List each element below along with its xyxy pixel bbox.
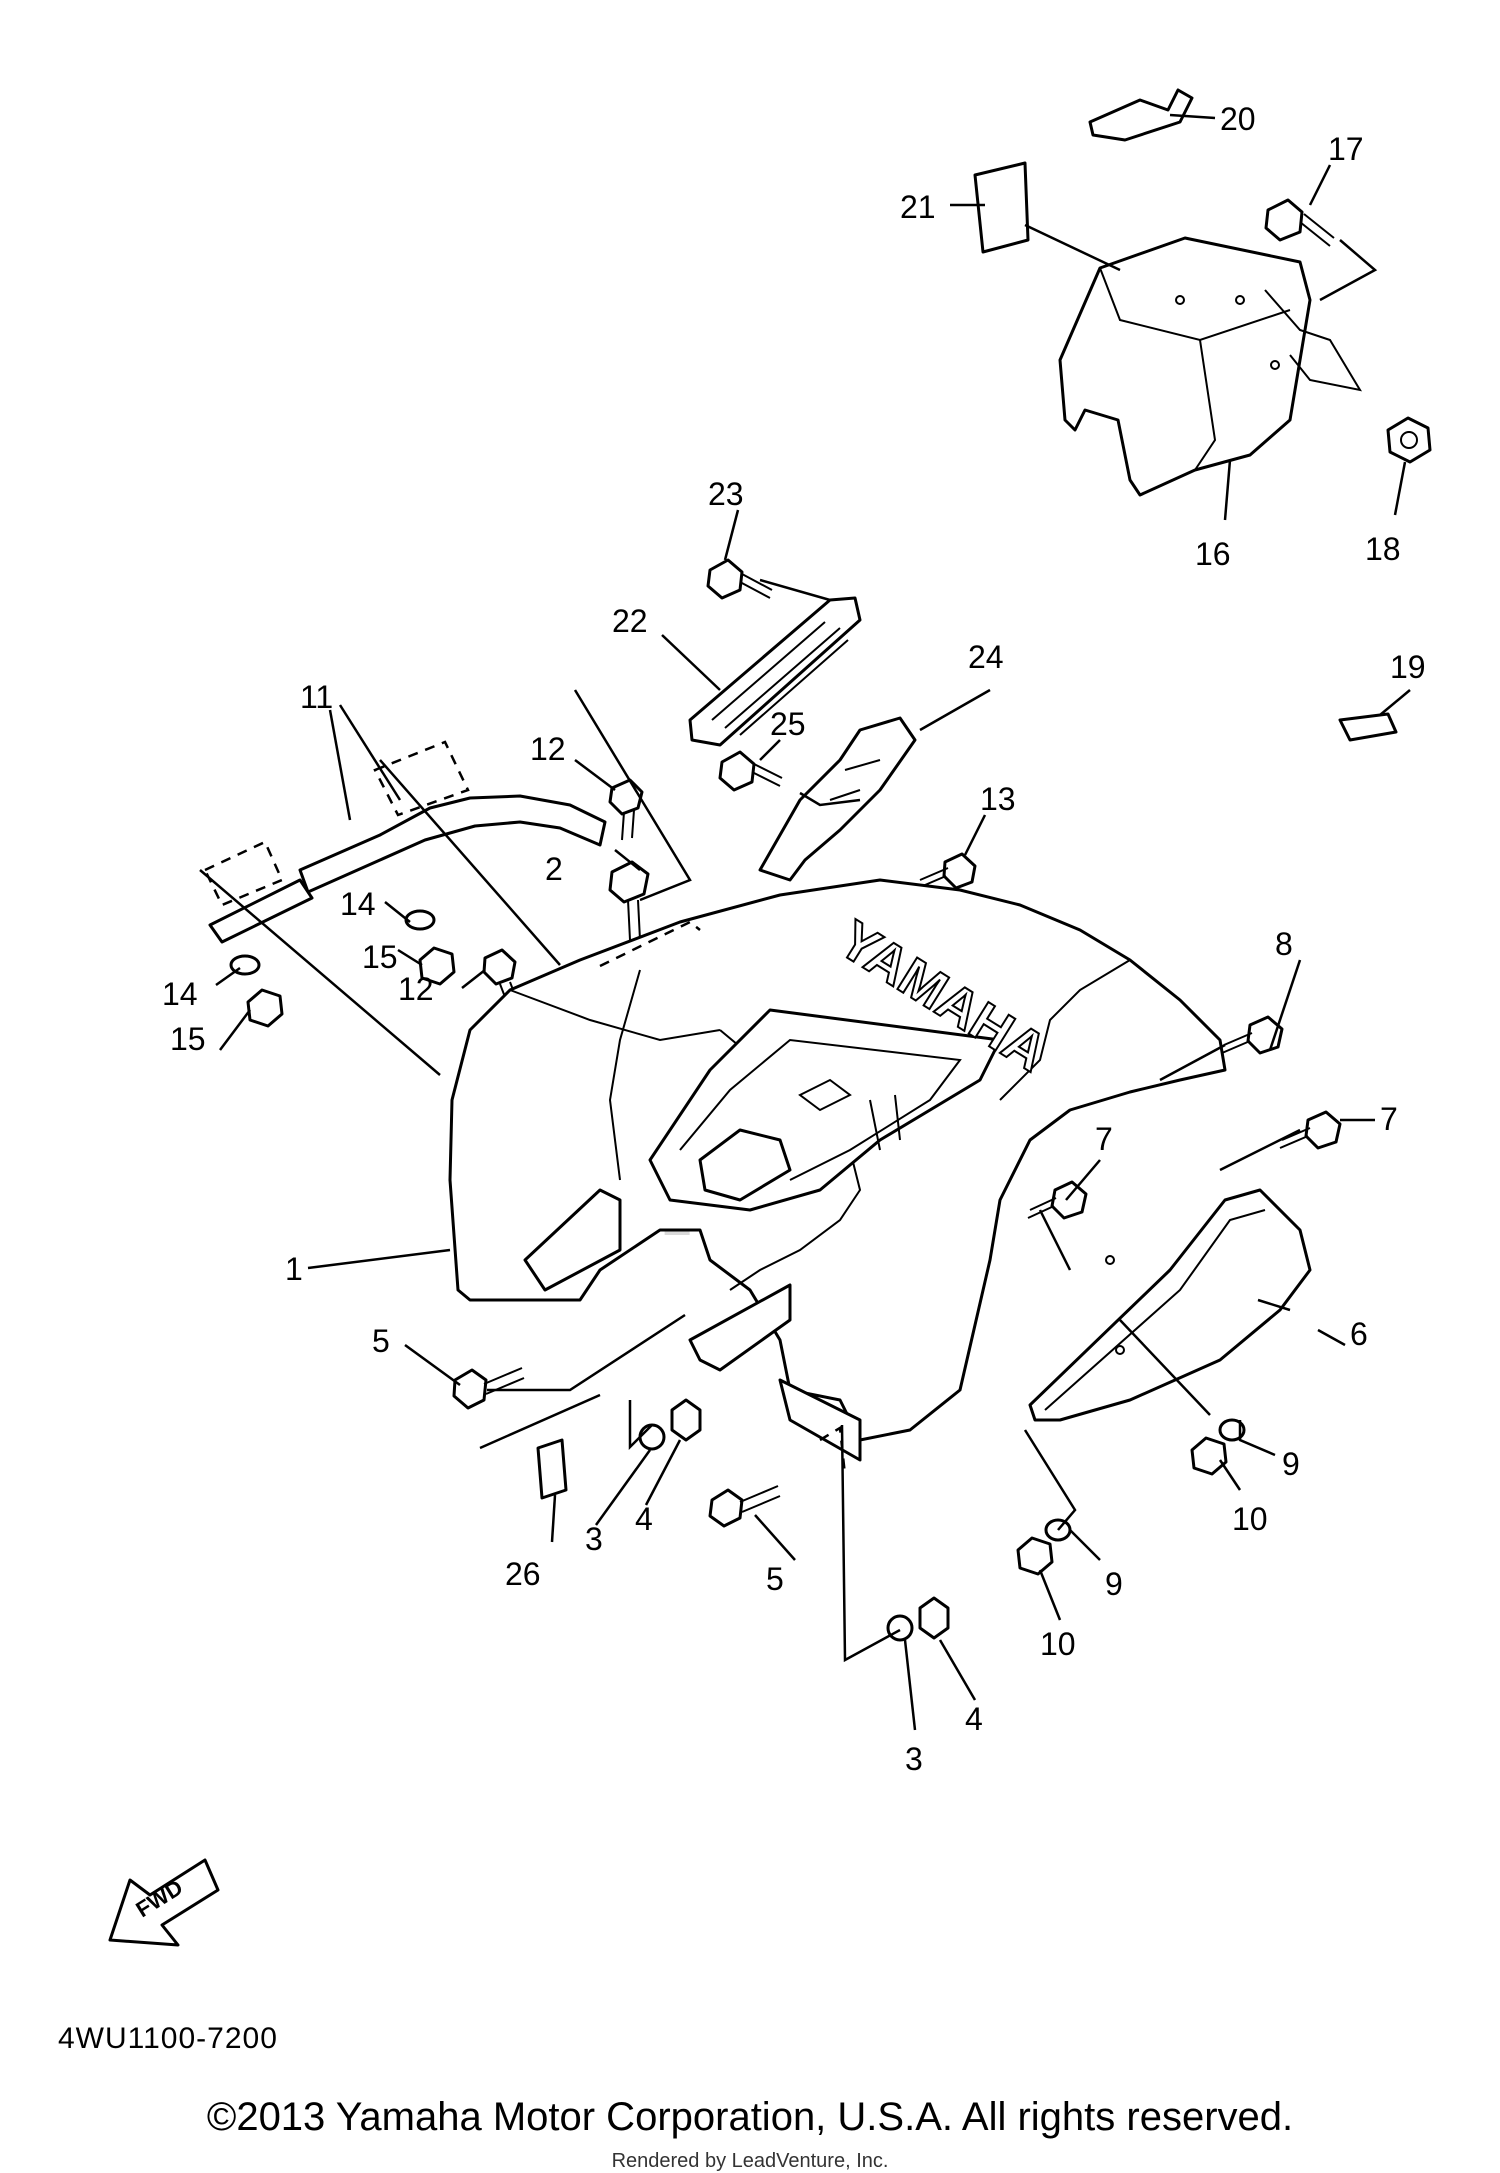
part-3-washers [638, 1423, 914, 1642]
part-25-bolt [718, 750, 783, 792]
part-21-label [973, 161, 1030, 254]
callout-13: 13 [980, 781, 1016, 817]
callout-26: 26 [505, 1556, 541, 1592]
callout-9a: 9 [1282, 1446, 1300, 1482]
callout-19: 19 [1390, 649, 1426, 685]
callout-10a: 10 [1232, 1501, 1268, 1537]
callout-numbers: 20 21 17 16 18 19 23 22 24 25 11 12 2 13… [162, 101, 1426, 1777]
part-26-label [536, 1438, 568, 1500]
callout-17: 17 [1328, 131, 1364, 167]
part-10-nuts [1016, 1436, 1228, 1576]
callout-12a: 12 [530, 731, 566, 767]
callout-15a: 15 [362, 939, 398, 975]
part-19-pad [1338, 712, 1398, 742]
part-18-nut [1386, 416, 1432, 464]
callout-25: 25 [770, 706, 806, 742]
callout-3b: 3 [905, 1741, 923, 1777]
callout-20: 20 [1220, 101, 1256, 137]
callout-5a: 5 [372, 1323, 390, 1359]
part-6-flap [1028, 1188, 1312, 1422]
callout-5b: 5 [766, 1561, 784, 1597]
callout-10b: 10 [1040, 1626, 1076, 1662]
callout-22: 22 [612, 603, 648, 639]
callout-8: 8 [1275, 926, 1293, 962]
callout-4a: 4 [635, 1501, 653, 1537]
callout-4b: 4 [965, 1701, 983, 1737]
rendered-by-credit: Rendered by LeadVenture, Inc. [611, 2150, 889, 2172]
callout-14a: 14 [340, 886, 376, 922]
part-16-rear-box [1058, 236, 1363, 497]
leader-lines [199, 113, 1411, 1731]
callout-15b: 15 [170, 1021, 206, 1057]
callout-14b: 14 [162, 976, 198, 1012]
callout-18: 18 [1365, 531, 1401, 567]
part-9-washers [1044, 1418, 1246, 1542]
part-1-rear-fender: YAMAHA [448, 878, 1227, 1462]
part-17-bolt [1264, 198, 1335, 247]
part-23-bolt [706, 558, 773, 600]
callout-21: 21 [900, 189, 936, 225]
callout-6: 6 [1350, 1316, 1368, 1352]
part-13-bolt [917, 852, 977, 890]
diagram-code: 4WU1100-7200 [58, 2022, 278, 2055]
callout-3a: 3 [585, 1521, 603, 1557]
callout-24: 24 [968, 639, 1004, 675]
part-4-nuts [670, 1398, 950, 1640]
callout-12b: 12 [398, 971, 434, 1007]
callout-7b: 7 [1095, 1121, 1113, 1157]
copyright-notice: ©2013 Yamaha Motor Corporation, U.S.A. A… [206, 2095, 1294, 2139]
part-24-bracket [758, 716, 917, 882]
callout-9b: 9 [1105, 1566, 1123, 1602]
part-5-bolts [452, 1367, 781, 1528]
part-20-clip [1088, 88, 1194, 142]
callout-16: 16 [1195, 536, 1231, 572]
part-11-rails [203, 740, 607, 944]
callout-23: 23 [708, 476, 744, 512]
part-15-nuts [246, 946, 456, 1028]
callout-7a: 7 [1380, 1101, 1398, 1137]
callout-2: 2 [545, 851, 563, 887]
callout-11: 11 [300, 679, 333, 715]
fwd-arrow-icon: FWD [108, 1858, 220, 1947]
part-8-bolt [1221, 1015, 1284, 1055]
callout-1: 1 [285, 1251, 303, 1287]
part-7-bolts [1027, 1110, 1342, 1220]
